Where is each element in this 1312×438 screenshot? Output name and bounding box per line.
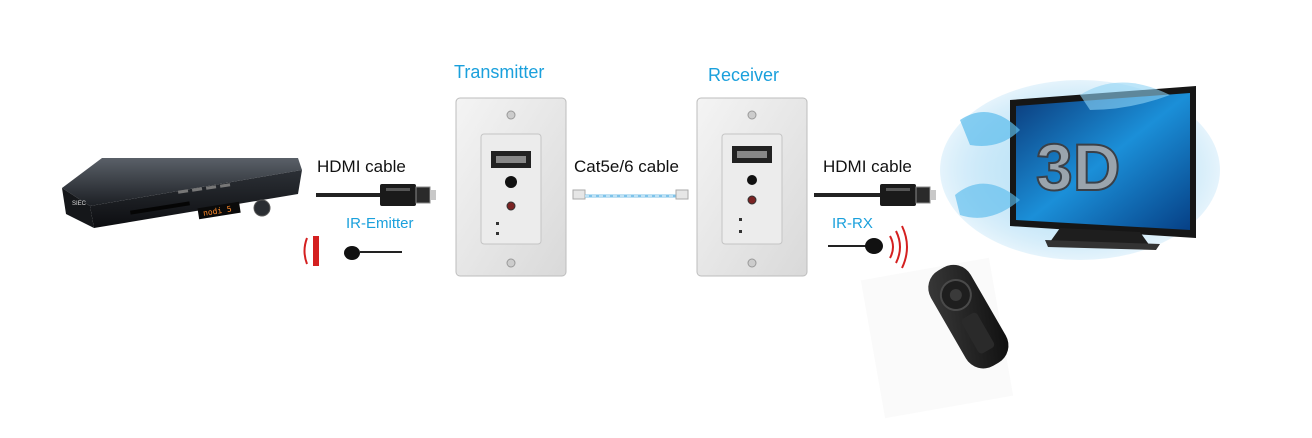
cat-cable — [573, 190, 688, 199]
hdmi-cable-right — [814, 184, 936, 206]
ir-emitter-label: IR-Emitter — [346, 215, 414, 232]
receiver-plate — [697, 98, 807, 276]
hdmi-cable-left — [316, 184, 436, 206]
ir-rx-label: IR-RX — [832, 215, 873, 232]
tv-3d-badge: 3D — [1036, 130, 1120, 204]
transmitter-plate — [456, 98, 566, 276]
receiver-label: Receiver — [708, 65, 779, 86]
dvd-brand: SIEC — [72, 201, 87, 207]
hdmi-cable-left-label: HDMI cable — [317, 157, 406, 177]
remote-control — [861, 258, 1016, 419]
cat-cable-label: Cat5e/6 cable — [574, 157, 679, 177]
ir-emitter — [305, 236, 403, 266]
transmitter-label: Transmitter — [454, 62, 544, 83]
dvd-player — [62, 158, 302, 228]
hdmi-cable-right-label: HDMI cable — [823, 157, 912, 177]
ir-receiver — [828, 226, 907, 268]
